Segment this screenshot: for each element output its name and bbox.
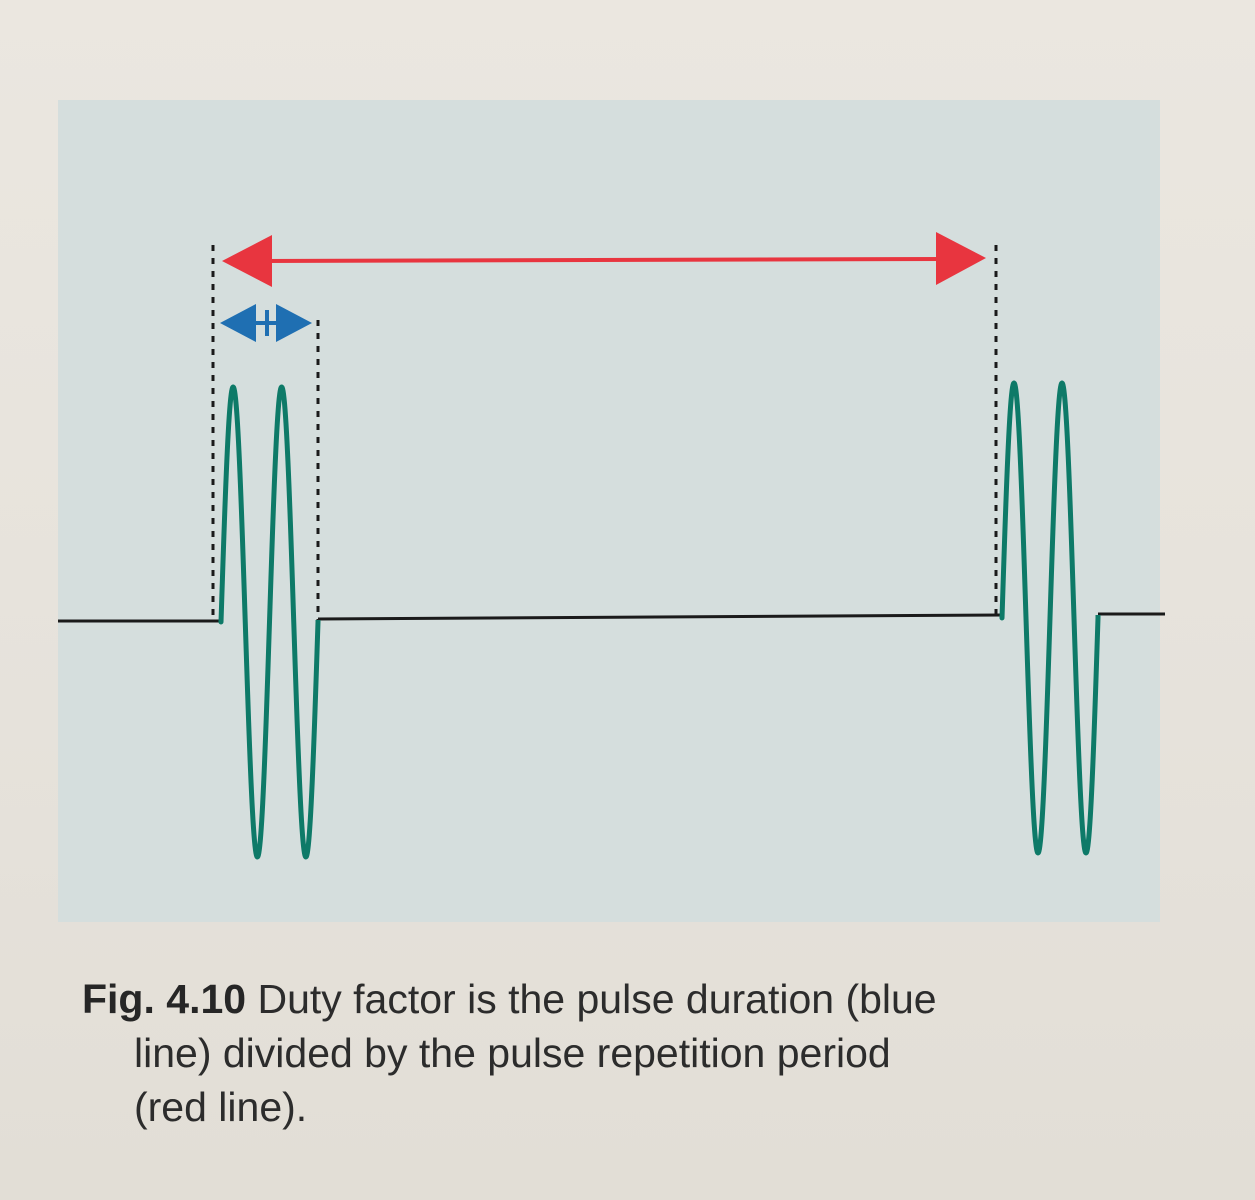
pulse-waveform-2 — [999, 380, 1101, 856]
caption-line-3: (red line). — [134, 1084, 308, 1130]
caption-line-2: line) divided by the pulse repetition pe… — [134, 1030, 891, 1076]
duty-factor-diagram — [58, 232, 1165, 860]
pulse-duration-arrowhead-right — [276, 304, 312, 342]
caption-text-1: Duty factor is the pulse duration (blue — [257, 976, 937, 1022]
figure-label: Fig. 4.10 — [82, 976, 247, 1022]
pulse-waveform-1 — [218, 384, 321, 860]
repetition-period-arrowhead-left — [222, 235, 272, 287]
repetition-period-arrowhead-right — [936, 232, 986, 285]
figure-caption: Fig. 4.10 Duty factor is the pulse durat… — [82, 972, 1182, 1134]
baseline-middle — [317, 613, 1004, 621]
pulse-duration-arrowhead-left — [220, 304, 256, 342]
repetition-period-arrow-shaft — [261, 257, 945, 263]
caption-line-1: Fig. 4.10 Duty factor is the pulse durat… — [82, 972, 1182, 1026]
